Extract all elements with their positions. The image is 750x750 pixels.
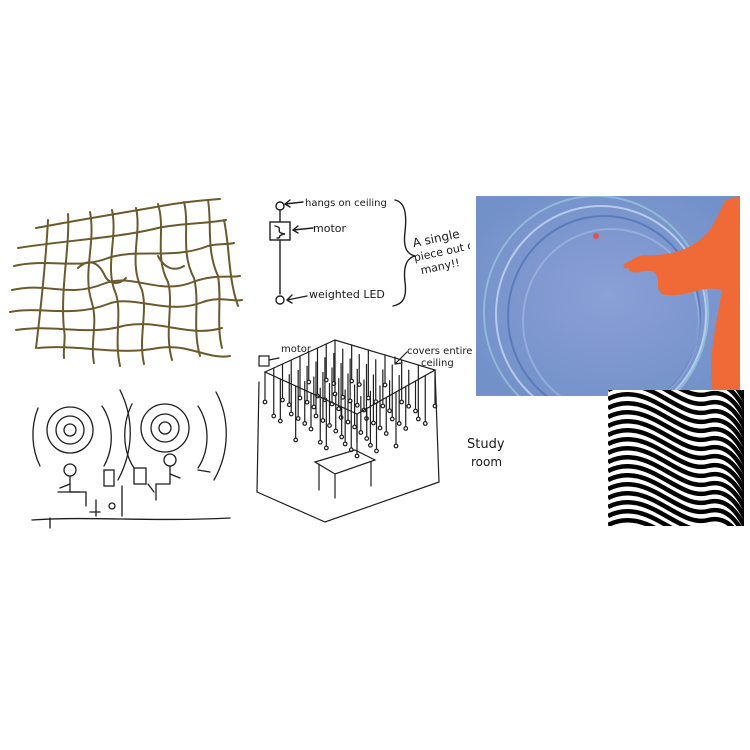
pendant-led xyxy=(332,391,338,397)
moire-pattern-image xyxy=(608,390,744,526)
pendant-led xyxy=(403,426,409,431)
ceiling-sketch: motor covers entire ceiling Study room xyxy=(245,322,530,547)
ceiling-sketch-drawing: motor covers entire ceiling Study room xyxy=(256,339,505,523)
pendant-led xyxy=(382,382,388,388)
pendant-led xyxy=(354,453,360,459)
mesh-sketch xyxy=(8,198,248,373)
pendant-led xyxy=(317,439,323,445)
moire-stripe xyxy=(608,473,744,526)
pendant-led xyxy=(313,413,319,419)
label-covers-line-2: ceiling xyxy=(421,358,454,369)
pendant-led xyxy=(383,431,389,436)
speaker-sketch xyxy=(30,388,235,536)
moire-stripe xyxy=(608,482,742,526)
moire-stripe xyxy=(608,446,744,503)
pendant-led xyxy=(323,445,329,451)
pendant-sketch-drawing: hangs on ceiling motor weighted LED A si… xyxy=(269,198,470,307)
moire-stripe xyxy=(608,392,744,449)
pendant-led xyxy=(308,426,314,432)
pendant-led xyxy=(356,382,362,387)
moire-stripe xyxy=(608,401,744,458)
pendant-led xyxy=(364,436,370,441)
moire-stripe xyxy=(677,390,744,422)
pendant-led xyxy=(342,441,348,447)
moire-stripe xyxy=(608,419,744,476)
pendant-led xyxy=(345,419,351,425)
pendant-led xyxy=(336,406,342,412)
mesh-sketch-drawing xyxy=(9,198,243,367)
pendant-led xyxy=(396,421,402,426)
pendant-led xyxy=(295,416,301,421)
pendant-led xyxy=(293,437,299,443)
pendant-led xyxy=(354,402,360,408)
pendant-led xyxy=(271,413,277,419)
pendant-led xyxy=(393,443,399,449)
pendant-led xyxy=(380,403,386,409)
pendant-led xyxy=(302,421,308,426)
pendant-led xyxy=(304,399,310,405)
label-room-line-2: room xyxy=(471,455,502,469)
pendant-led xyxy=(361,407,367,413)
pendant-led xyxy=(413,408,418,414)
pendant-led xyxy=(371,420,376,426)
pendant-led xyxy=(352,424,357,430)
moire-stripe xyxy=(608,410,744,467)
moire-pattern xyxy=(608,390,744,526)
moire-stripe xyxy=(608,428,744,485)
pendant-sketch: hangs on ceiling motor weighted LED A si… xyxy=(255,192,470,322)
moire-stripe xyxy=(608,464,744,521)
ripple-photo xyxy=(476,196,740,396)
moire-stripe xyxy=(608,437,744,494)
pendant-led xyxy=(406,403,412,409)
moire-stripe xyxy=(608,500,718,526)
moire-stripe xyxy=(608,491,735,526)
moire-stripe xyxy=(661,390,744,431)
pendant-led xyxy=(415,416,421,422)
label-weighted-led: weighted LED xyxy=(309,288,385,301)
pendant-led xyxy=(262,399,268,405)
moire-stripe xyxy=(608,509,673,526)
pendant-led xyxy=(339,434,345,440)
pendant-led xyxy=(387,408,392,414)
label-room-line-1: Study xyxy=(467,437,505,452)
ceiling-label-motor: motor xyxy=(281,344,312,355)
pendant-led xyxy=(333,428,339,434)
pendant-led xyxy=(358,430,364,435)
pendant-led xyxy=(277,418,283,424)
label-covers-line-1: covers entire xyxy=(407,346,472,357)
pendant-led xyxy=(320,418,326,423)
speaker-sketch-drawing xyxy=(31,389,231,529)
pendant-led xyxy=(377,425,383,431)
pendant-led xyxy=(422,421,428,426)
moire-stripe xyxy=(608,518,657,526)
pendant-led xyxy=(327,423,332,428)
label-hangs-on-ceiling: hangs on ceiling xyxy=(305,198,387,209)
pendant-led xyxy=(329,401,335,407)
pendant-led xyxy=(399,399,405,405)
moire-stripe xyxy=(608,455,744,512)
pendant-led xyxy=(368,442,373,448)
pendant-led xyxy=(288,411,294,417)
label-motor: motor xyxy=(313,222,346,235)
pendant-led xyxy=(389,416,395,422)
ripple-photo-image xyxy=(476,196,740,396)
pendant-led xyxy=(286,402,292,408)
moire-stripe xyxy=(608,390,744,440)
pendant-led xyxy=(311,404,317,410)
pendant-led xyxy=(374,448,379,454)
pendant-led xyxy=(280,397,285,403)
